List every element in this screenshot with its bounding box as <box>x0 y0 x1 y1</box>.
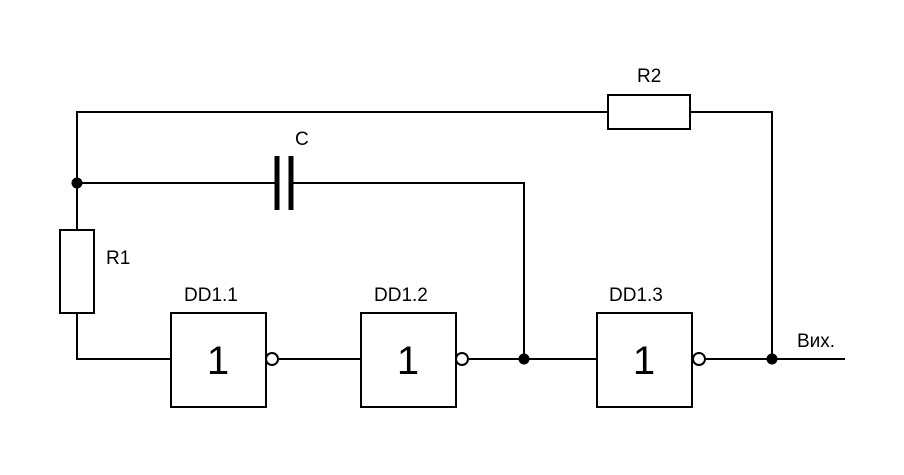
gate-dd11-symbol: 1 <box>207 339 229 383</box>
gate-dd11: 1 <box>170 312 279 408</box>
wire-top-left <box>76 111 608 183</box>
wires <box>76 111 845 360</box>
junction-dot-middle <box>518 353 530 365</box>
resistor-r1 <box>59 229 95 314</box>
gate-dd11-inverter-bubble <box>265 352 279 366</box>
label-c: C <box>295 129 309 150</box>
gate-dd13-inverter-bubble <box>692 352 706 366</box>
label-dd12: DD1.2 <box>374 285 428 306</box>
label-r1: R1 <box>106 248 130 269</box>
gate-dd12-symbol: 1 <box>397 339 419 383</box>
wire-cap-right <box>291 182 525 359</box>
label-dd11: DD1.1 <box>184 285 238 306</box>
label-output: Вих. <box>797 331 835 352</box>
junction-dot-left <box>71 177 83 189</box>
label-r2: R2 <box>637 66 661 87</box>
wire-r1-bottom <box>76 313 171 360</box>
gate-dd13: 1 <box>596 312 706 408</box>
gate-dd12-inverter-bubble <box>455 352 469 366</box>
gate-dd13-symbol: 1 <box>633 339 655 383</box>
wire-top-right <box>690 111 773 359</box>
capacitor-c <box>274 156 294 210</box>
label-dd13: DD1.3 <box>609 285 663 306</box>
junction-dot-output <box>766 353 778 365</box>
gate-dd12: 1 <box>360 312 469 408</box>
resistor-r2 <box>607 94 691 130</box>
